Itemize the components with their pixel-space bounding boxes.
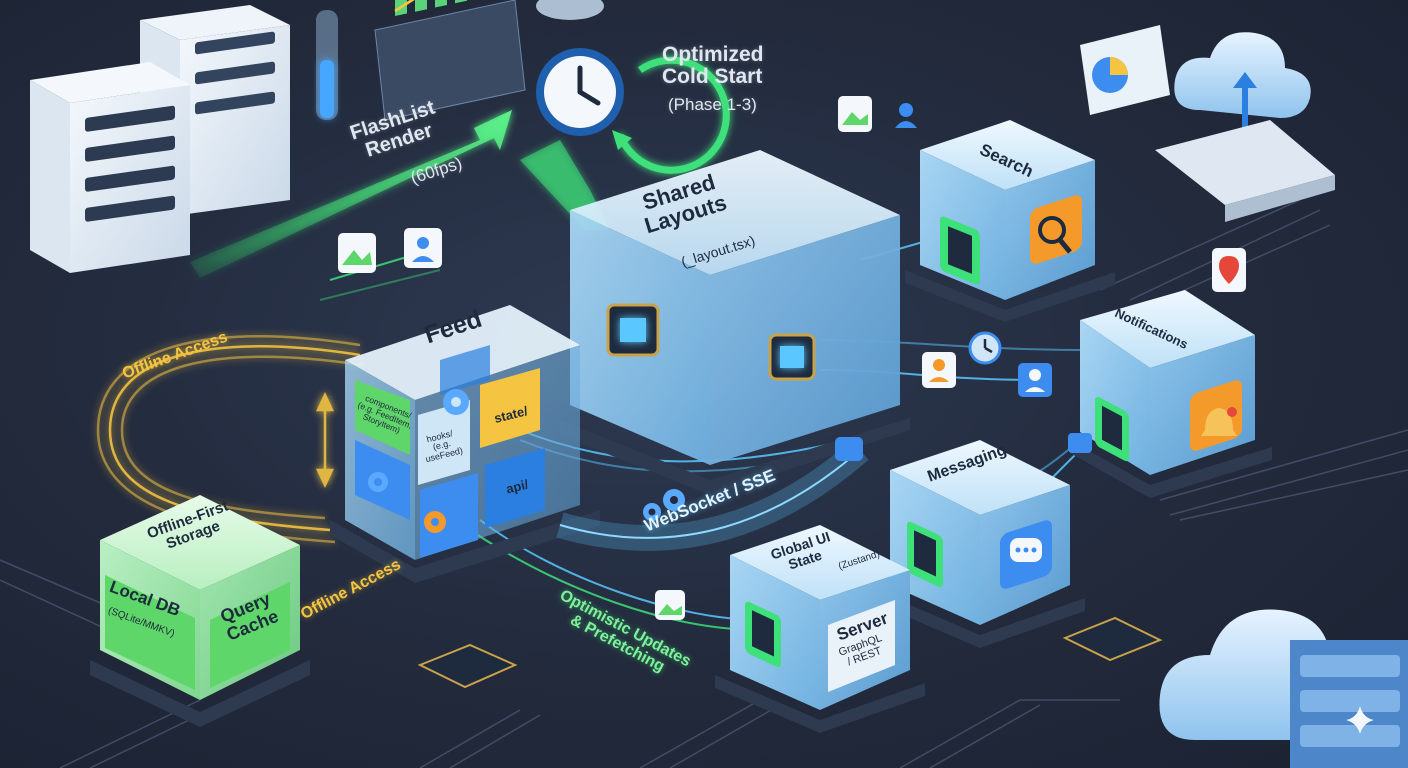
storage-tray <box>1155 120 1335 222</box>
user-icon <box>404 103 1052 397</box>
offline-first-storage-cube <box>90 495 310 727</box>
server-rack-icon <box>30 5 290 273</box>
search-cube <box>905 120 1115 322</box>
bell-icon <box>1190 380 1242 451</box>
gear-icon <box>368 389 685 533</box>
magnifier-icon <box>1030 195 1082 264</box>
data-tube <box>316 10 338 120</box>
clock-icon <box>968 331 1002 365</box>
sparkle-icon <box>1346 706 1374 734</box>
cloud-database-icon <box>1159 609 1408 768</box>
cold-start-phase: (Phase 1-3) <box>668 95 757 114</box>
chat-bubble-icon <box>835 433 1092 461</box>
flashlist-render-arrow <box>190 110 512 278</box>
cloud-upload-icon <box>1174 32 1311 130</box>
chip-icon <box>417 616 1163 689</box>
map-pin-icon <box>1212 248 1246 292</box>
pie-chart-icon <box>1080 25 1170 115</box>
global-ui-state-cube <box>715 525 925 733</box>
chat-bubble-icon <box>1000 520 1052 589</box>
image-icon <box>338 96 872 620</box>
feed-cube <box>330 305 600 583</box>
cold-start-title: Optimized Cold Start <box>662 43 764 89</box>
websocket-band <box>556 440 869 551</box>
bar-chart-icon <box>374 0 526 121</box>
chip-icon <box>606 303 816 381</box>
clock-icon <box>536 48 730 174</box>
